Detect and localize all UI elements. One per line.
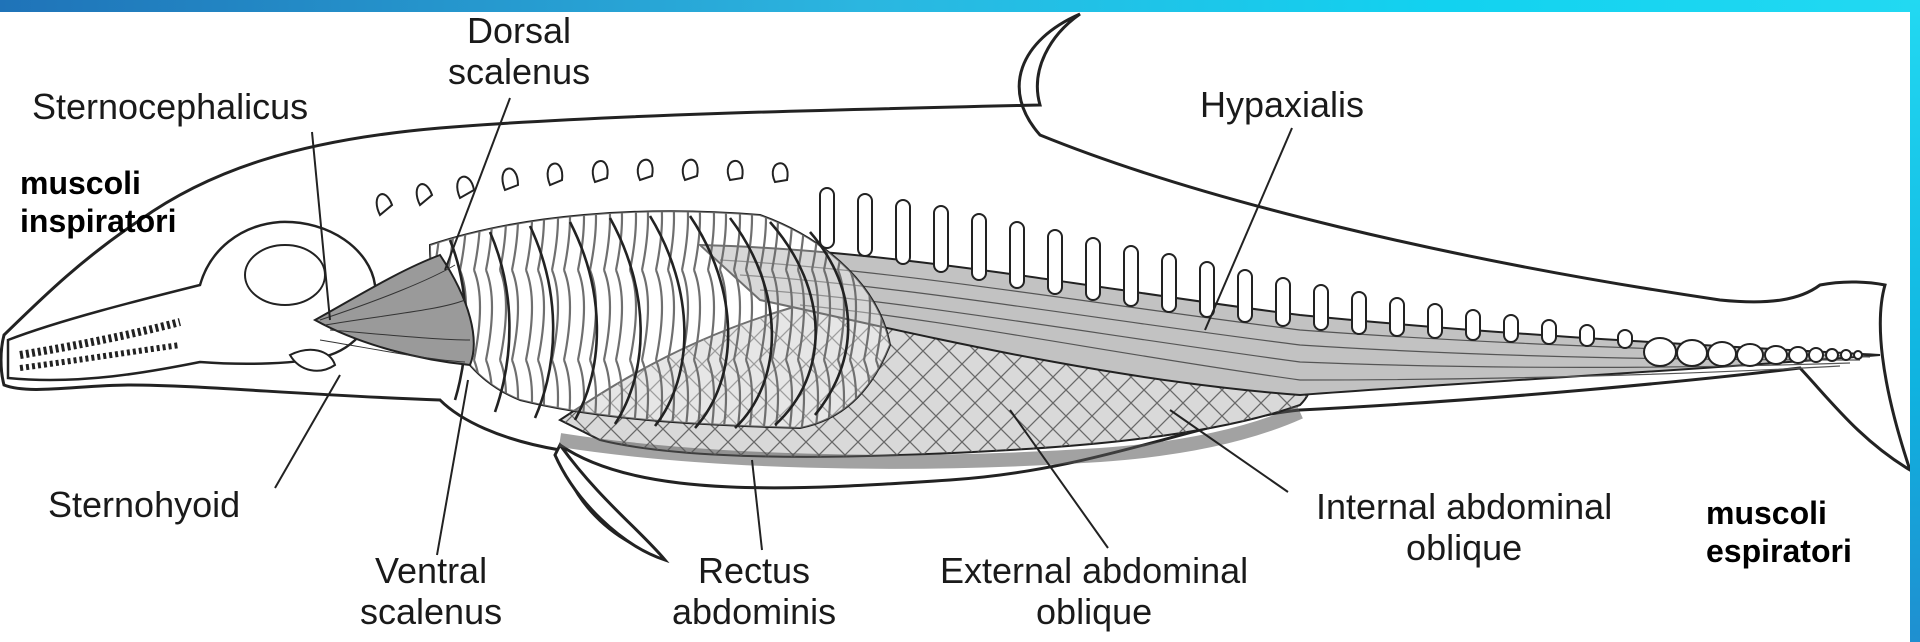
group-inspiratory: muscoli inspiratori — [20, 164, 176, 240]
label-sternocephalicus: Sternocephalicus — [32, 86, 308, 127]
label-ventral-scalenus: Ventral scalenus — [360, 550, 502, 632]
label-external-abdominal-oblique: External abdominal oblique — [940, 550, 1248, 632]
label-hypaxialis: Hypaxialis — [1200, 84, 1364, 125]
label-sternohyoid: Sternohyoid — [48, 484, 240, 525]
right-accent-bar — [1910, 0, 1920, 642]
label-dorsal-scalenus: Dorsal scalenus — [448, 10, 590, 92]
group-expiratory: muscoli espiratori — [1706, 494, 1852, 570]
label-internal-abdominal-oblique: Internal abdominal oblique — [1316, 486, 1612, 568]
label-rectus-abdominis: Rectus abdominis — [672, 550, 836, 632]
